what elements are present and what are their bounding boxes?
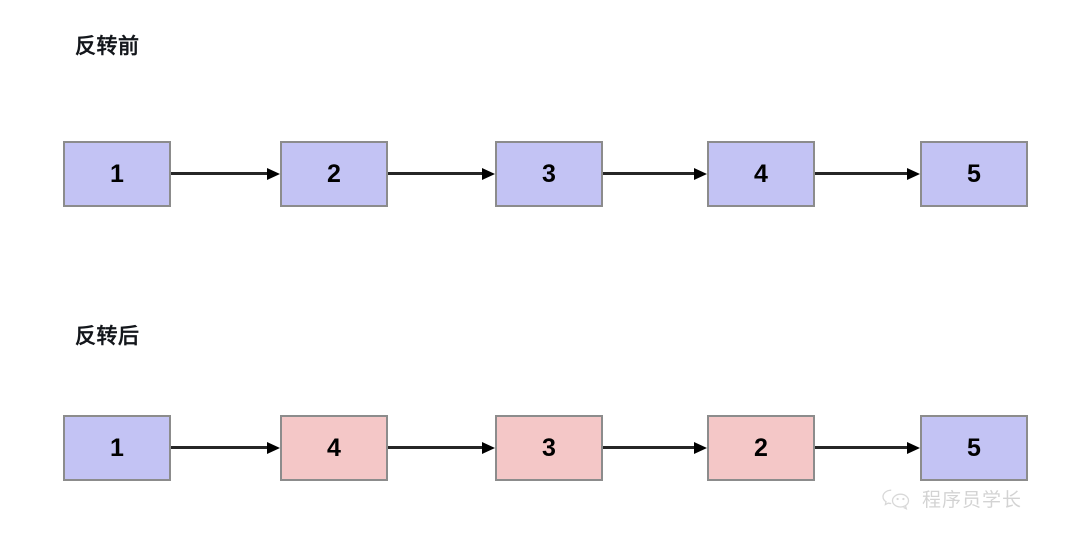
list-arrow — [603, 442, 707, 454]
list-node: 4 — [280, 415, 388, 481]
list-node: 1 — [63, 141, 171, 207]
arrow-head-icon — [482, 442, 495, 454]
list-node: 3 — [495, 415, 603, 481]
node-value: 2 — [327, 159, 341, 188]
arrow-shaft — [603, 172, 694, 175]
arrow-shaft — [815, 446, 907, 449]
arrow-head-icon — [694, 442, 707, 454]
section-title-before: 反转前 — [75, 35, 140, 58]
arrow-shaft — [171, 172, 267, 175]
list-node: 2 — [280, 141, 388, 207]
watermark: 程序员学长 — [880, 487, 1022, 513]
list-arrow — [171, 442, 280, 454]
arrow-head-icon — [694, 168, 707, 180]
node-value: 5 — [967, 159, 981, 188]
list-node: 3 — [495, 141, 603, 207]
arrow-shaft — [815, 172, 907, 175]
arrow-head-icon — [907, 168, 920, 180]
node-value: 3 — [542, 433, 556, 462]
arrow-head-icon — [907, 442, 920, 454]
arrow-shaft — [603, 446, 694, 449]
list-node: 5 — [920, 141, 1028, 207]
arrow-head-icon — [482, 168, 495, 180]
arrow-head-icon — [267, 168, 280, 180]
node-value: 5 — [967, 433, 981, 462]
list-arrow — [815, 168, 920, 180]
section-title-after: 反转后 — [75, 325, 140, 348]
list-node: 1 — [63, 415, 171, 481]
arrow-shaft — [388, 446, 482, 449]
list-arrow — [388, 168, 495, 180]
list-arrow — [171, 168, 280, 180]
list-arrow — [815, 442, 920, 454]
list-arrow — [603, 168, 707, 180]
watermark-text: 程序员学长 — [921, 489, 1022, 511]
list-node: 5 — [920, 415, 1028, 481]
node-value: 4 — [754, 159, 768, 188]
arrow-head-icon — [267, 442, 280, 454]
node-value: 1 — [110, 159, 124, 188]
node-value: 3 — [542, 159, 556, 188]
arrow-shaft — [388, 172, 482, 175]
wechat-bubbles-icon — [882, 489, 910, 511]
list-node: 2 — [707, 415, 815, 481]
list-arrow — [388, 442, 495, 454]
node-value: 1 — [110, 433, 124, 462]
list-node: 4 — [707, 141, 815, 207]
node-value: 4 — [327, 433, 341, 462]
arrow-shaft — [171, 446, 267, 449]
node-value: 2 — [754, 433, 768, 462]
